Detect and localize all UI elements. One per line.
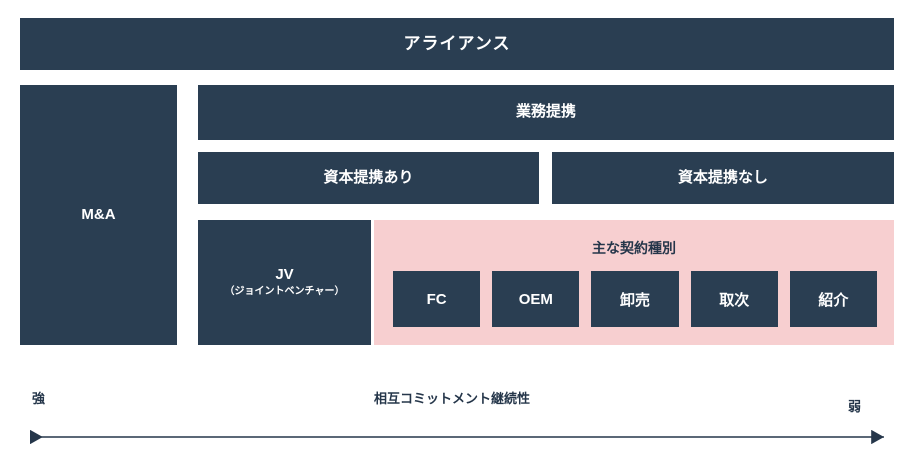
capital-alliance-with-box: 資本提携あり (198, 152, 539, 204)
joint-venture-sublabel: （ジョイントベンチャー） (224, 286, 345, 298)
joint-venture-label: JV (275, 266, 294, 284)
business-alliance-box: 業務提携 (198, 85, 894, 140)
contract-type-agency: 取次 (690, 271, 778, 327)
contract-types-row: FC OEM 卸売 取次 紹介 (393, 271, 878, 327)
contract-type-referral: 紹介 (789, 271, 878, 327)
axis-label-weak: 弱 (848, 399, 862, 414)
alliance-banner: アライアンス (20, 18, 894, 70)
contract-types-panel: 主な契約種別 FC OEM 卸売 取次 紹介 (374, 220, 894, 345)
axis-label-center: 相互コミットメント継続性 (373, 391, 530, 406)
contract-types-title: 主な契約種別 (592, 240, 676, 256)
ma-box: M&A (20, 85, 177, 345)
joint-venture-box: JV （ジョイントベンチャー） (198, 220, 371, 345)
contract-type-fc: FC (393, 271, 481, 327)
capital-alliance-without-box: 資本提携なし (552, 152, 894, 204)
contract-type-wholesale: 卸売 (591, 271, 679, 327)
axis-label-strong: 強 (32, 391, 46, 406)
double-headed-arrow-icon (29, 429, 884, 445)
contract-type-oem: OEM (492, 271, 580, 327)
